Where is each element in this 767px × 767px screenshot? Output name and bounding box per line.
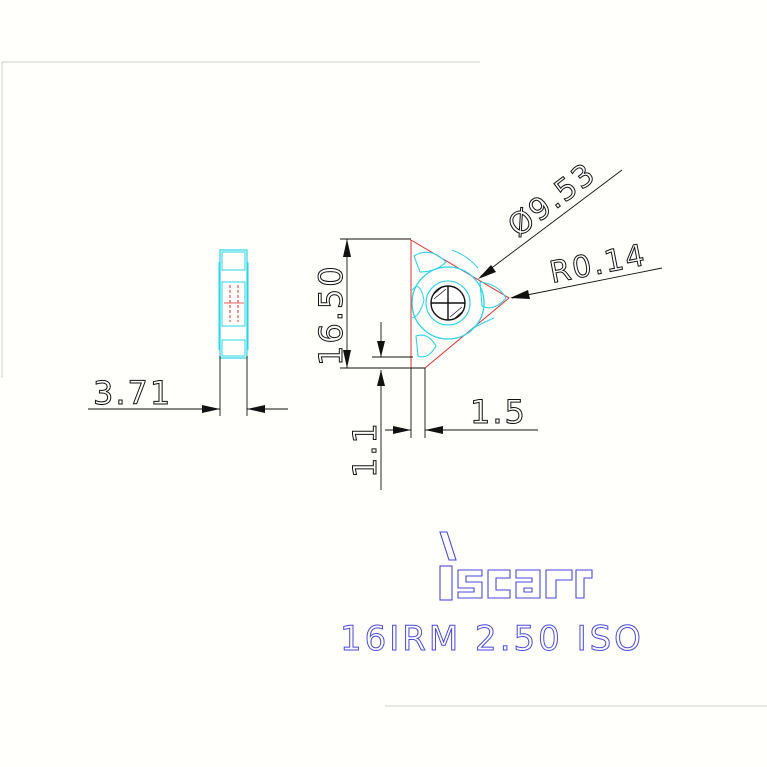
side-view (218, 249, 249, 359)
dimension-offset-1 (385, 368, 538, 438)
dim-offset-1-label: 1.5 (470, 393, 527, 431)
dim-diameter-label: Ø9.53 (502, 156, 603, 244)
dimension-width (88, 356, 288, 416)
dimension-offset-2 (372, 322, 413, 490)
insert-designation: 16IRM 2.50 ISO (340, 619, 644, 659)
front-view (410, 239, 510, 369)
diameter-leader (478, 169, 623, 279)
dim-offset-2-label: 1.1 (346, 421, 384, 478)
dim-width-label: 3.71 (93, 374, 172, 412)
radius-leader (510, 267, 663, 299)
dim-height-label: 16.50 (312, 264, 350, 366)
dim-radius-label: R0.14 (547, 238, 650, 291)
brand-logo (439, 531, 593, 601)
